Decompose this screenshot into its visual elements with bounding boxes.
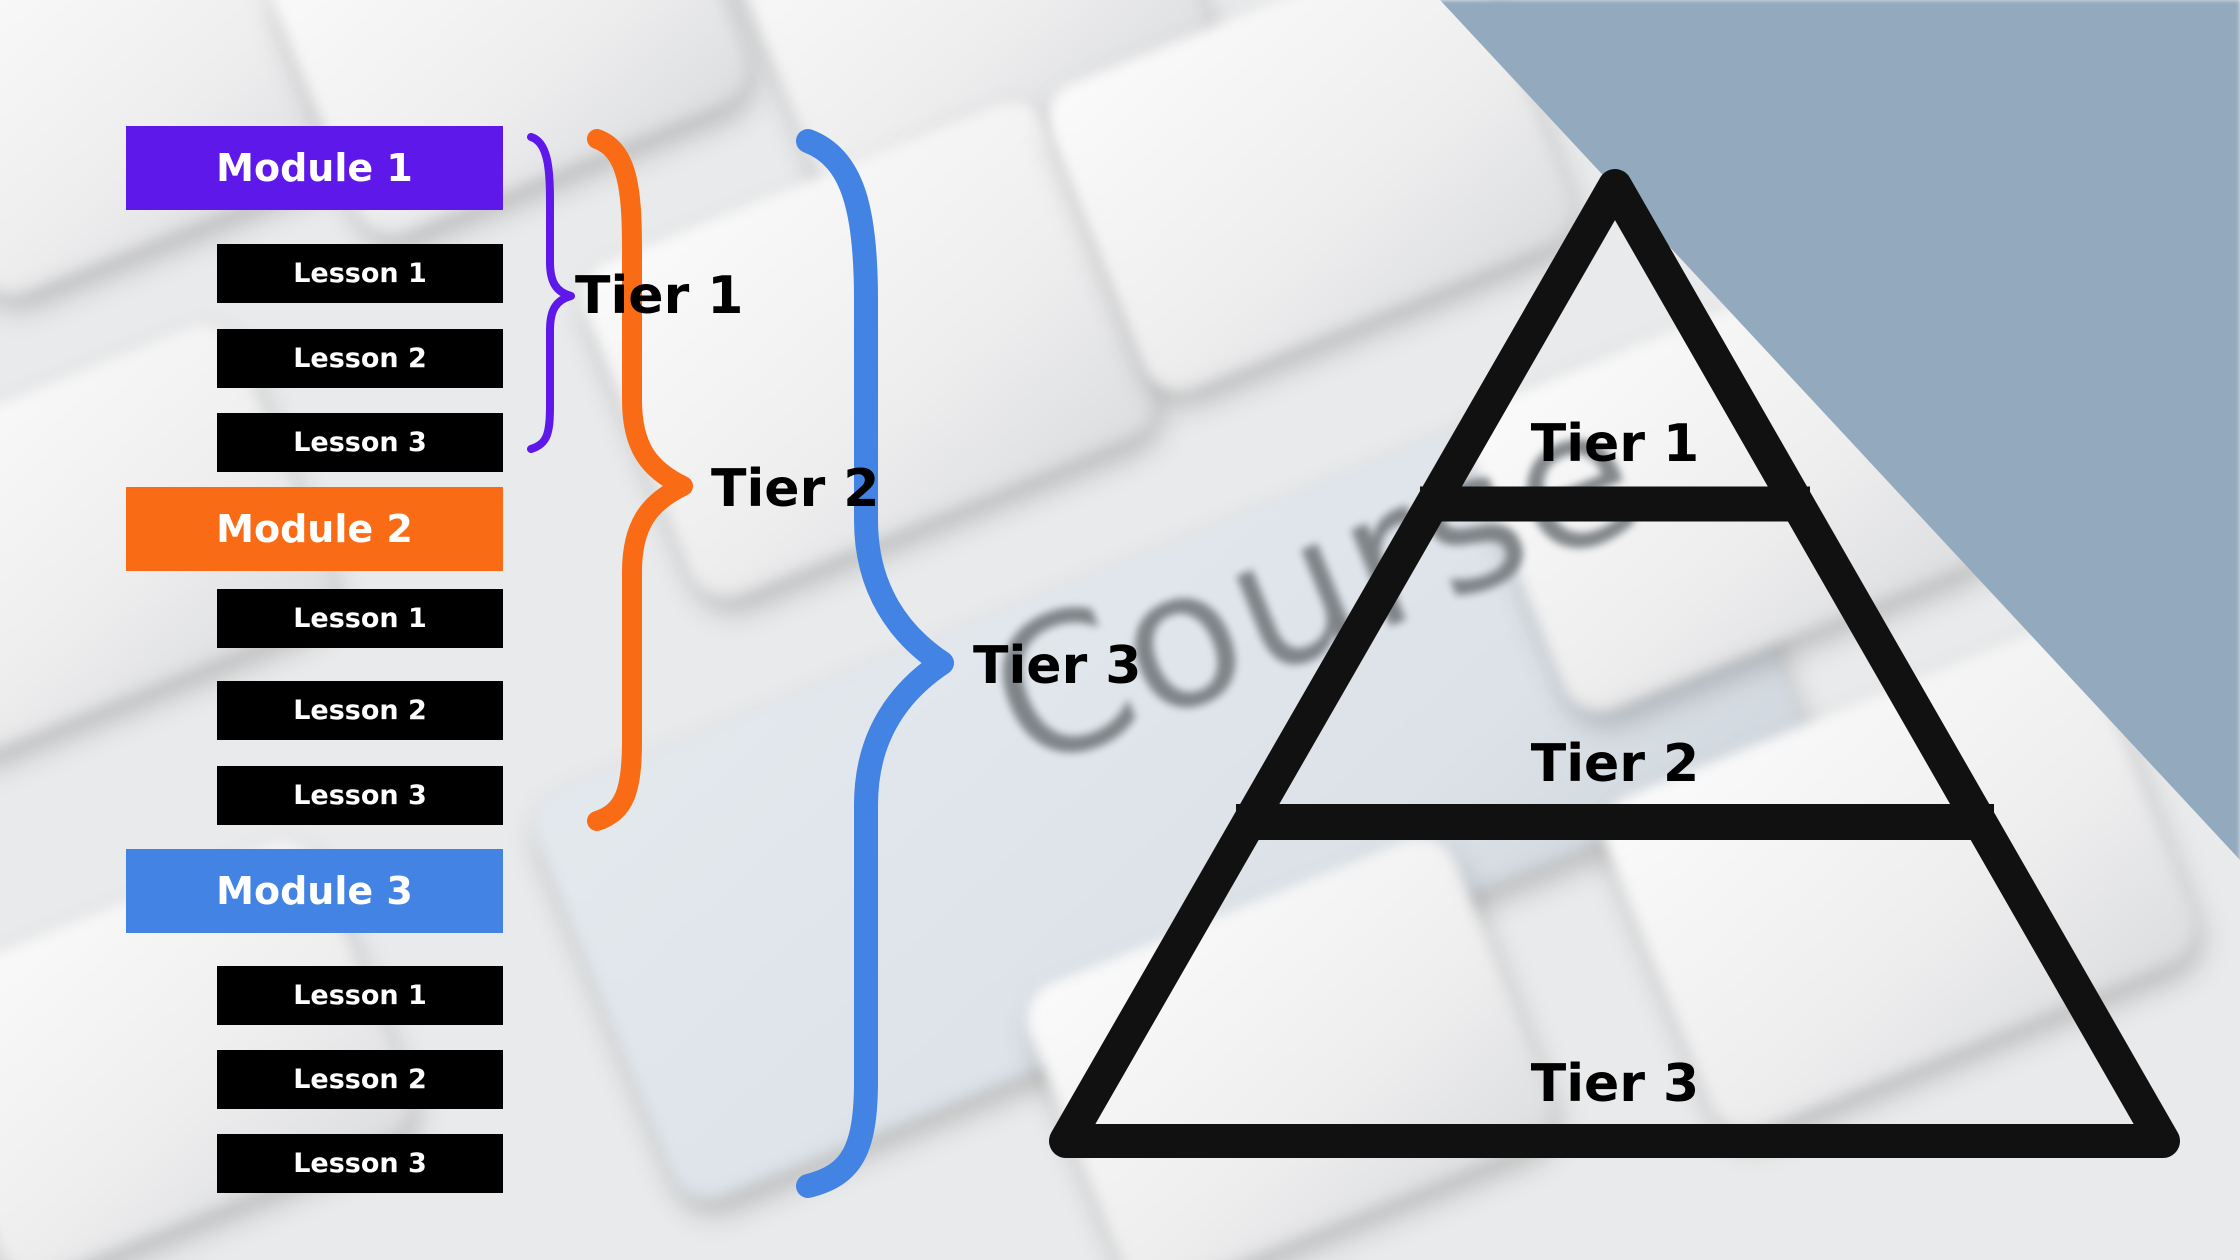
module-2-box: Module 2 — [126, 487, 503, 571]
pyramid-label-tier-2: Tier 2 — [1530, 734, 1700, 794]
module-3-box: Module 3 — [126, 849, 503, 933]
module-1-label: Module 1 — [216, 146, 413, 190]
pyramid-label-tier-3: Tier 3 — [1530, 1054, 1700, 1114]
module-1-lesson-2: Lesson 2 — [217, 329, 503, 388]
lesson-label: Lesson 2 — [293, 343, 427, 374]
lesson-label: Lesson 2 — [293, 695, 427, 726]
module-2-lesson-1: Lesson 1 — [217, 589, 503, 648]
tier-3-brace — [796, 129, 954, 1198]
pyramid-outline — [1049, 169, 2180, 1158]
lesson-label: Lesson 3 — [293, 427, 427, 458]
brace-label-tier-3: Tier 3 — [973, 636, 1142, 696]
brace-label-tier-2: Tier 2 — [711, 459, 880, 519]
lesson-label: Lesson 3 — [293, 1148, 427, 1179]
brace-label-tier-1: Tier 1 — [575, 266, 744, 326]
tier-1-brace — [527, 133, 575, 453]
lesson-label: Lesson 1 — [293, 258, 427, 289]
tier-2-brace — [587, 129, 693, 831]
pyramid — [1049, 169, 2180, 1158]
lesson-label: Lesson 1 — [293, 603, 427, 634]
lesson-label: Lesson 2 — [293, 1064, 427, 1095]
module-2-label: Module 2 — [216, 507, 413, 551]
module-3-lesson-1: Lesson 1 — [217, 966, 503, 1025]
module-2-lesson-2: Lesson 2 — [217, 681, 503, 740]
module-2-lesson-3: Lesson 3 — [217, 766, 503, 825]
module-1-box: Module 1 — [126, 126, 503, 210]
module-3-lesson-2: Lesson 2 — [217, 1050, 503, 1109]
module-3-lesson-3: Lesson 3 — [217, 1134, 503, 1193]
pyramid-label-tier-1: Tier 1 — [1530, 414, 1700, 474]
module-3-label: Module 3 — [216, 869, 413, 913]
module-1-lesson-1: Lesson 1 — [217, 244, 503, 303]
lesson-label: Lesson 1 — [293, 980, 427, 1011]
lesson-label: Lesson 3 — [293, 780, 427, 811]
module-1-lesson-3: Lesson 3 — [217, 413, 503, 472]
